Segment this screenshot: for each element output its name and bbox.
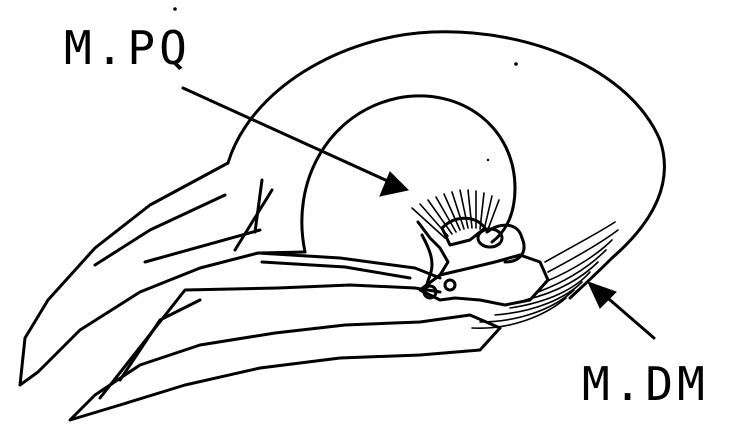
articulation-joint-2 [445,280,455,290]
jugal-bar [258,253,440,278]
upper-beak-ridge [95,195,225,265]
mandible-upper-edge [100,285,440,398]
quadrate-bone [420,255,548,305]
mandible-inner-line [120,300,200,380]
label-mpq: M.PQ [64,21,191,75]
label-mdm: M.DM [582,357,709,411]
speck-3 [487,159,489,161]
upper-beak-outline [20,163,305,385]
speck [173,7,177,11]
upper-beak-ridge-2 [235,190,272,250]
speck-2 [514,62,518,66]
lower-beak-outline [70,315,500,420]
mdm-arrow [588,282,654,338]
